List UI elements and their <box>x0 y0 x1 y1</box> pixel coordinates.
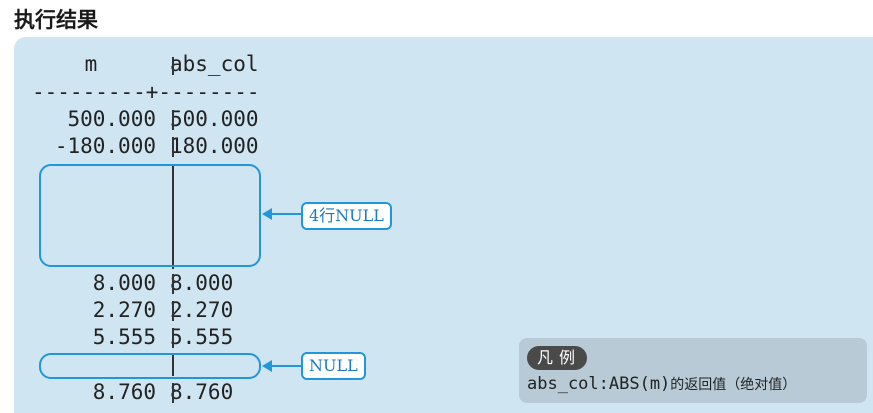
column-separator <box>172 110 174 130</box>
cell-abs-col: 500.000 <box>170 107 259 131</box>
column-separator <box>172 328 174 348</box>
section-heading: 执行结果 <box>14 8 98 32</box>
legend-note: 的返回值（绝对值） <box>670 377 797 393</box>
column-separator <box>172 354 174 376</box>
table-row: -180.000 180.000 <box>14 133 314 160</box>
column-separator <box>172 137 174 157</box>
callout-connector <box>270 213 302 215</box>
legend-box: 凡例 abs_col:ABS(m)的返回值（绝对值） <box>519 338 867 403</box>
table-rule: ---------+-------- <box>14 79 314 106</box>
legend-text: abs_col:ABS(m)的返回值（绝对值） <box>527 374 796 394</box>
legend-badge: 凡例 <box>527 346 587 370</box>
cell-m: 8.000 <box>92 271 156 295</box>
table-rule-text: ---------+-------- <box>32 80 260 104</box>
cell-abs-col: 2.270 <box>170 298 234 322</box>
cell-m: -180.000 <box>54 134 156 158</box>
callout-connector <box>270 365 302 367</box>
table-row: 8.000 8.000 <box>14 270 314 297</box>
null-label: NULL <box>301 352 366 380</box>
arrow-left-icon <box>262 208 272 220</box>
cell-abs-col: 180.000 <box>170 134 259 158</box>
cell-m: 2.270 <box>92 298 156 322</box>
table-header-row: m abs_col <box>14 51 314 78</box>
cell-abs-col: 8.000 <box>170 271 234 295</box>
column-separator <box>172 383 174 403</box>
cell-abs-col: 8.760 <box>170 380 234 404</box>
table-row: 500.000 500.000 <box>14 106 314 133</box>
four-null-label: 4行NULL <box>301 202 392 230</box>
table-row: 8.760 8.760 <box>14 379 314 406</box>
null-row-highlight <box>39 353 261 379</box>
null-rows-highlight <box>39 164 261 267</box>
column-separator <box>172 57 174 75</box>
table-row: 2.270 2.270 <box>14 297 314 324</box>
legend-code: abs_col:ABS(m) <box>527 374 671 394</box>
cell-m: 8.760 <box>92 380 156 404</box>
cell-m: 500.000 <box>67 107 156 131</box>
table-row: 5.555 5.555 <box>14 324 314 351</box>
column-separator <box>172 274 174 294</box>
cell-abs-col: 5.555 <box>170 325 234 349</box>
column-separator <box>172 165 174 269</box>
column-separator <box>172 301 174 321</box>
result-panel: m abs_col ---------+-------- 500.000 500… <box>14 37 873 413</box>
column-header-m: m <box>84 52 98 76</box>
column-header-abs-col: abs_col <box>170 52 259 76</box>
arrow-left-icon <box>262 360 272 372</box>
cell-m: 5.555 <box>92 325 156 349</box>
